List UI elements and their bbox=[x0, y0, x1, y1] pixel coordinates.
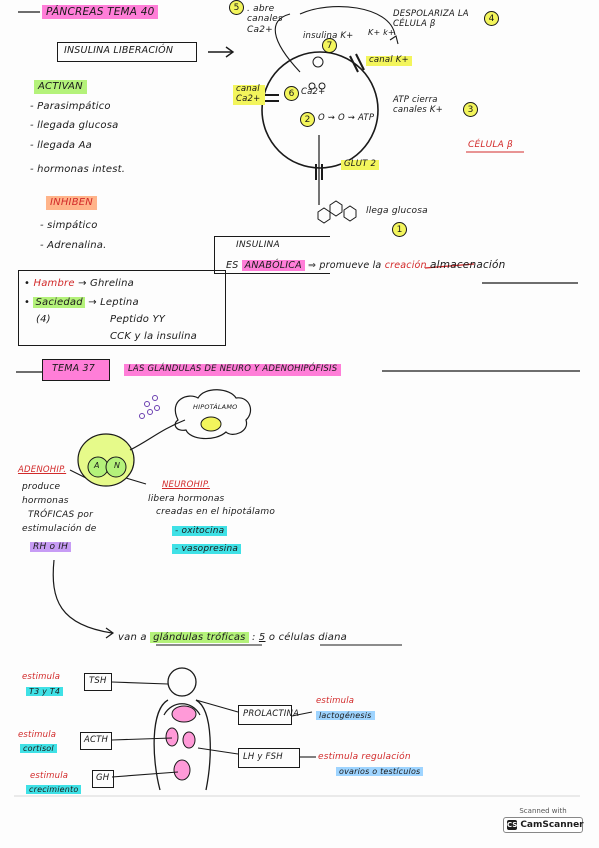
left-stim: estimula bbox=[18, 730, 57, 740]
atp-production: O ⇝ O ⇝ ATP bbox=[318, 113, 375, 123]
activator-item: - llegada Aa bbox=[30, 140, 92, 151]
camscanner-logo: CS CamScanner bbox=[503, 817, 584, 833]
hunger-label: Hambre bbox=[33, 278, 75, 289]
camscanner-watermark: Scanned with CS CamScanner bbox=[503, 807, 584, 839]
trophic-count: 5 bbox=[258, 632, 266, 643]
trophic-targets: células diana bbox=[278, 632, 347, 643]
anabolic-rest: ⇒ promueve la bbox=[308, 260, 382, 271]
hormone-box bbox=[238, 705, 292, 725]
neuro-hormone: - vasopresina bbox=[172, 544, 242, 555]
neuro-heading: NEUROHIP. bbox=[162, 480, 210, 490]
step4-text: DESPOLARIZA LA CÉLULA β bbox=[393, 9, 469, 29]
step-badge: 6 bbox=[284, 86, 299, 101]
hunger-row: • Hambre → Ghrelina bbox=[24, 278, 135, 289]
trophic-o: o bbox=[268, 632, 276, 643]
inhibitor-item: - simpático bbox=[40, 220, 98, 231]
atp-close-text: ATP cierra canales K+ bbox=[393, 95, 443, 115]
step5-text: . abre canales Ca2+ bbox=[247, 4, 283, 35]
left-hormone: TSH bbox=[89, 676, 107, 686]
anabolic-es: ES bbox=[226, 260, 239, 271]
activator-item: - Parasimpático bbox=[30, 101, 111, 112]
camscanner-brand: CamScanner bbox=[520, 820, 584, 830]
tema37-title: LAS GLÁNDULAS DE NEURO Y ADENOHIPÓFISIS bbox=[124, 364, 342, 376]
neuro-hormone: - oxitocina bbox=[172, 526, 228, 537]
neuro-line: libera hormonas bbox=[148, 494, 225, 504]
tema37-box bbox=[42, 359, 110, 381]
right-target: lactogénesis bbox=[316, 711, 375, 721]
trophic-prefix: van a bbox=[118, 632, 147, 643]
k-channel-label: canal K+ bbox=[366, 55, 412, 66]
adeno-line: TRÓFICAS por bbox=[28, 510, 94, 520]
satiety-hormone: → Leptina bbox=[88, 297, 139, 308]
activator-item: - hormonas intest. bbox=[30, 164, 126, 175]
appetite-box bbox=[18, 270, 226, 346]
hormone-box bbox=[92, 770, 114, 788]
pituitary-a-label: A bbox=[94, 461, 100, 470]
step-badge: 3 bbox=[463, 102, 478, 117]
adeno-line: estimulación de bbox=[22, 524, 97, 534]
right-hormone: PROLACTINA bbox=[243, 709, 300, 719]
inhibitors-heading: INHIBEN bbox=[46, 196, 97, 210]
activators-heading: ACTIVAN bbox=[34, 80, 87, 94]
hormone-box bbox=[238, 748, 300, 768]
right-stim: estimula regulación bbox=[318, 752, 411, 762]
glut2-label: GLUT 2 bbox=[341, 159, 380, 170]
tema37-label: TEMA 37 bbox=[52, 363, 96, 374]
anabolic-heading: INSULINA bbox=[236, 240, 280, 250]
anabolic-word: ANABÓLICA bbox=[241, 260, 305, 271]
neuro-line: creadas en el hipotálamo bbox=[156, 507, 276, 517]
page-title: PÁNCREAS TEMA 40 bbox=[42, 5, 159, 20]
hunger-hormone: → Ghrelina bbox=[78, 278, 135, 289]
anabolic-line: ES ANABÓLICA ⇒ promueve la creación alma… bbox=[226, 259, 506, 272]
step-badge: 5 bbox=[229, 0, 244, 15]
hypothalamus-label: HIPOTÁLAMO bbox=[193, 403, 238, 411]
satiety-label: Saciedad bbox=[33, 297, 85, 308]
satiety-hormone: Peptido YY bbox=[110, 314, 166, 325]
left-hormone: GH bbox=[96, 773, 110, 783]
anabolic-struck: creación bbox=[384, 260, 427, 271]
beta-cell-label: CÉLULA β bbox=[468, 140, 513, 150]
activator-item: - llegada glucosa bbox=[30, 120, 119, 131]
right-hormone: LH y FSH bbox=[243, 752, 283, 762]
ca-channel-label: canal Ca2+ bbox=[233, 84, 265, 105]
anabolic-storage: almacenación bbox=[430, 259, 506, 271]
inhibitor-item: - Adrenalina. bbox=[40, 240, 107, 251]
trophic-line: van a glándulas tróficas : 5 o células d… bbox=[118, 632, 347, 644]
glucose-arrival-label: llega glucosa bbox=[366, 206, 428, 216]
satiety-row: • Saciedad → Leptina bbox=[24, 297, 139, 308]
satiety-count: (4) bbox=[36, 314, 51, 325]
trophic-glands: glándulas tróficas bbox=[150, 632, 249, 643]
satiety-hormone: CCK y la insulina bbox=[110, 331, 197, 342]
trophic-colon: : bbox=[251, 632, 256, 643]
right-target: ovarios o testículos bbox=[336, 767, 424, 777]
ca-ion-label: Ca2+ bbox=[301, 87, 326, 97]
k-ions-label: K+ k+ bbox=[368, 28, 395, 37]
hormone-box bbox=[84, 673, 112, 691]
camscanner-icon: CS bbox=[507, 820, 518, 830]
step-badge: 1 bbox=[392, 222, 407, 237]
adeno-line: hormonas bbox=[22, 496, 69, 506]
step-badge: 2 bbox=[300, 112, 315, 127]
left-stim: estimula bbox=[30, 771, 69, 781]
left-target: crecimiento bbox=[26, 785, 82, 795]
insulin-release-box bbox=[57, 42, 197, 62]
right-stim: estimula bbox=[316, 696, 355, 706]
hormone-box bbox=[80, 732, 112, 750]
adeno-stim: RH o IH bbox=[30, 542, 72, 553]
left-hormone: ACTH bbox=[84, 735, 109, 745]
step-badge: 7 bbox=[322, 38, 337, 53]
left-stim: estimula bbox=[22, 672, 61, 682]
left-target: cortisol bbox=[20, 744, 57, 754]
step-badge: 4 bbox=[484, 11, 499, 26]
anabolic-box bbox=[214, 236, 330, 274]
pituitary-n-label: N bbox=[114, 461, 121, 470]
insulin-release-label: INSULINA LIBERACIÓN bbox=[64, 45, 174, 56]
left-target: T3 y T4 bbox=[26, 687, 64, 697]
insulin-k-label: insulina K+ bbox=[303, 31, 354, 41]
scanned-with-label: Scanned with bbox=[519, 807, 567, 815]
adeno-heading: ADENOHIP. bbox=[18, 465, 67, 475]
adeno-line: produce bbox=[22, 482, 61, 492]
